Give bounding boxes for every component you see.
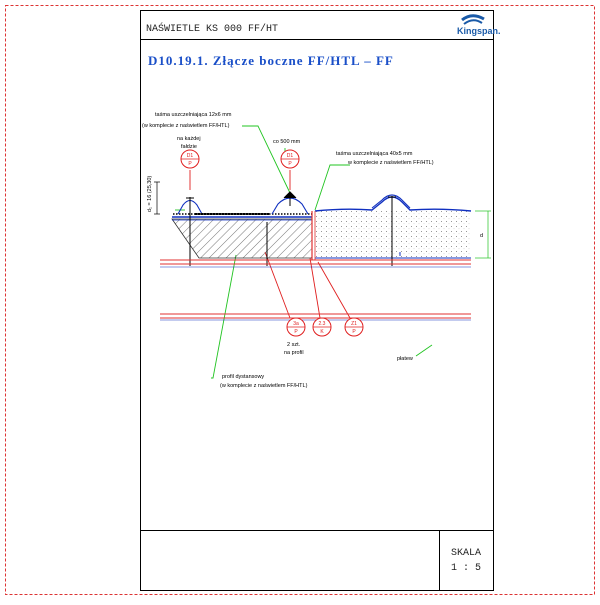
svg-text:P: P	[288, 161, 292, 167]
label-tape-12-note: (w komplecie z naświetlem FF/HTL)	[142, 123, 230, 129]
callout-leaders	[189, 170, 351, 319]
brand-logo: Kingspan.	[457, 14, 501, 36]
label-purlin: płatew	[397, 356, 413, 362]
svg-text:D1: D1	[187, 153, 194, 159]
svg-text:P: P	[294, 329, 298, 335]
label-spacing: co 500 mm	[273, 139, 301, 145]
label-pcs-2: na profil	[284, 350, 304, 356]
label-dim-left: d₁ = 16 (25,30)	[147, 176, 153, 212]
label-tape-12: taśma uszczelniająca 12x6 mm	[155, 112, 232, 118]
svg-text:P: P	[352, 329, 356, 335]
callout-z1: Z1 P	[344, 317, 364, 337]
label-spacer: profil dystansowy	[222, 374, 264, 380]
label-every-crest: na każdej	[177, 136, 201, 142]
label-dim-right: d	[480, 233, 483, 239]
sheet-title: NAŚWIETLE KS 000 FF/HT	[146, 21, 278, 35]
drawing-title: D10.19.1. Złącze boczne FF/HTL – FF	[148, 53, 394, 68]
scale-value: 1 : 5	[451, 563, 481, 574]
callout-2-3: 2.3 K	[312, 317, 332, 337]
svg-text:Z1: Z1	[351, 321, 357, 327]
svg-text:3a: 3a	[293, 321, 299, 327]
label-every-crest-2: fałdzie	[181, 144, 197, 150]
svg-text:2.3: 2.3	[319, 321, 326, 327]
callout-3a: 3a P	[286, 317, 306, 337]
dimensions	[154, 181, 491, 259]
scale-label: SKALA	[451, 548, 481, 559]
svg-text:P: P	[188, 161, 192, 167]
callout-d1-right: D1 P	[280, 149, 300, 169]
callout-d1-left: D1 P	[180, 149, 200, 169]
fasteners	[186, 191, 396, 266]
brand-name: Kingspan.	[457, 26, 501, 36]
label-pcs: 2 szt.	[287, 342, 301, 348]
label-tape-40-note: w komplecie z naświetlem FF/HTL)	[347, 160, 434, 166]
label-spacer-2: (w komplecie z naświetlem FF/HTL)	[220, 383, 308, 389]
right-panel	[311, 196, 472, 260]
purlin-bottom	[160, 313, 471, 321]
outer-dashed-border	[5, 5, 595, 595]
label-tape-40: taśma uszczelniająca 40x5 mm	[336, 151, 413, 157]
purlin-top	[160, 259, 471, 268]
svg-text:K: K	[320, 329, 324, 335]
svg-text:D1: D1	[287, 153, 294, 159]
